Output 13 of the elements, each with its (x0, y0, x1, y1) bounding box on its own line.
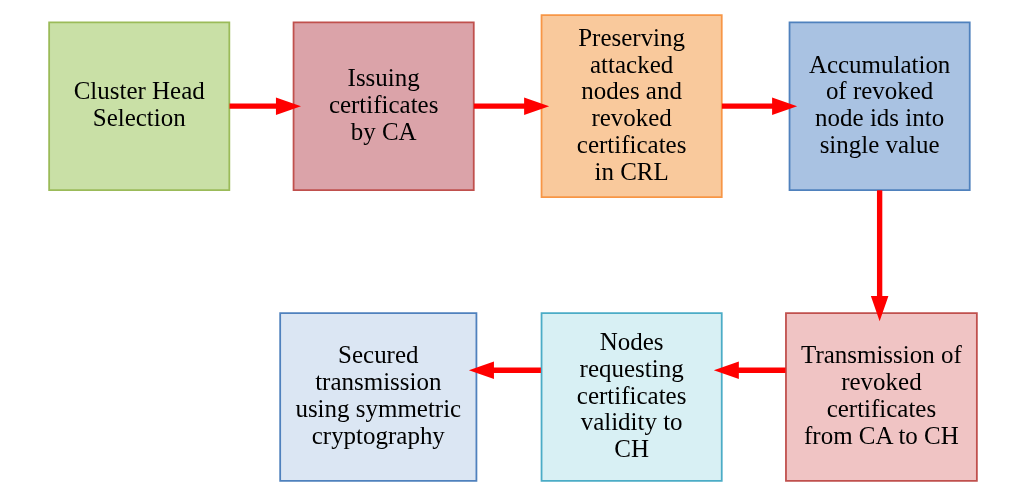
node-box: Issuing certificates by CA (292, 21, 475, 191)
node-box: Transmission of revoked certificates from CA to CH (784, 312, 978, 482)
arrow (713, 361, 786, 379)
arrow (721, 97, 797, 115)
node-box: Accumulation of revoked node ids into single value (788, 21, 971, 191)
node-box: Preserving attacked nodes and revoked certificates in CRL (540, 14, 723, 199)
arrow (229, 97, 301, 115)
node-box: Cluster Head Selection (47, 21, 230, 191)
node-box: Nodes requesting certificates validity to CH (540, 312, 723, 482)
arrow (473, 97, 549, 115)
arrow (468, 361, 541, 379)
node-box: Secured transmission using symmetric cryptography (278, 312, 477, 482)
arrow (870, 190, 888, 322)
